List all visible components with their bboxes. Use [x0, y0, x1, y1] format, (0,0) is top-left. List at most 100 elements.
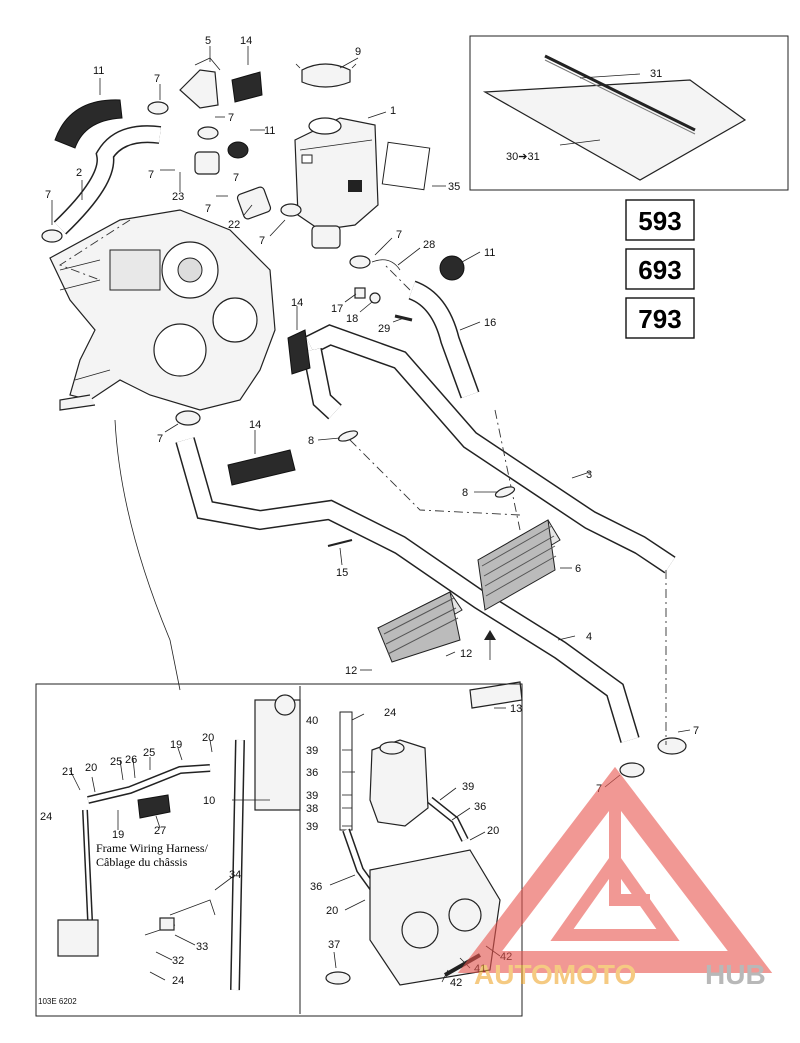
callout-39b: 39: [306, 790, 318, 802]
lower-reservoir-right: [339, 711, 469, 898]
tie-15: [327, 539, 353, 547]
lower-engine-right: [369, 849, 501, 986]
lower-engine-left: [230, 694, 301, 991]
callout-39c: 39: [306, 821, 318, 833]
callout-7a: 7: [154, 73, 160, 85]
model-593: 593: [638, 206, 681, 236]
watermark-text-1: AUTOMOTO: [474, 959, 636, 990]
sleeve-14-mid: [227, 329, 311, 486]
callout-13: 13: [510, 703, 522, 715]
callout-38: 38: [306, 803, 318, 815]
hose-4: [175, 437, 640, 743]
hose-14-top: [231, 71, 263, 103]
callout-7b: 7: [228, 112, 234, 124]
callout-6: 6: [575, 563, 581, 575]
callout-18: 18: [346, 313, 358, 325]
callout-36c: 36: [310, 881, 322, 893]
callout-16: 16: [484, 317, 496, 329]
callout-31: 31: [650, 68, 662, 80]
hose-2: [53, 125, 162, 235]
callout-20d: 20: [326, 905, 338, 917]
callout-39d: 39: [462, 781, 474, 793]
harness-label-en: Frame Wiring Harness/: [96, 841, 209, 855]
callout-21: 21: [62, 766, 74, 778]
callout-24b: 24: [172, 975, 184, 987]
heat-exchanger-6: [477, 519, 561, 611]
callout-7i: 7: [157, 433, 163, 445]
callout-11c: 11: [484, 247, 495, 259]
sheet-part-30: [482, 79, 747, 181]
callout-40: 40: [306, 715, 318, 727]
callout-33: 33: [196, 941, 208, 953]
elbow-5: [179, 57, 221, 109]
hose-11-top: [227, 141, 465, 281]
callout-12a: 12: [345, 665, 357, 677]
callout-14a: 14: [240, 35, 252, 47]
lower-hoses-left: [57, 764, 216, 957]
callout-20a: 20: [85, 762, 97, 774]
watermark-logo: AUTOMOTO HUB: [457, 766, 773, 990]
callout-34: 34: [229, 869, 241, 881]
model-boxes: 593 693 793: [625, 199, 695, 339]
coolant-reservoir-1: [294, 117, 379, 231]
callout-25a: 25: [110, 756, 122, 768]
callout-8a: 8: [308, 435, 314, 447]
callout-15: 15: [336, 567, 348, 579]
callout-11b: 11: [264, 125, 275, 137]
callout-19b: 19: [170, 739, 182, 751]
hose-16: [408, 280, 480, 399]
wire-lead: [114, 419, 181, 691]
figure-code: 103E 6202: [38, 997, 77, 1006]
callout-23: 23: [172, 191, 184, 203]
callout-11a: 11: [93, 65, 104, 77]
heat-exchanger-12: [377, 591, 463, 663]
callout-1: 1: [390, 105, 396, 117]
clamp-37: [325, 971, 351, 985]
callout-25b: 25: [143, 747, 155, 759]
callout-7j: 7: [693, 725, 699, 737]
callout-4: 4: [586, 631, 592, 643]
callout-42b: 42: [450, 977, 462, 989]
callout-2: 2: [76, 167, 82, 179]
harness-label-fr: Câblage du châssis: [96, 855, 188, 869]
callout-24a: 24: [40, 811, 52, 823]
watermark-text-2: HUB: [705, 959, 766, 990]
callout-20c: 20: [487, 825, 499, 837]
decal-35: [381, 141, 431, 191]
callout-3: 3: [586, 469, 592, 481]
callout-17: 17: [331, 303, 343, 315]
radiator-cap-9: [295, 63, 357, 88]
callout-39a: 39: [306, 745, 318, 757]
callout-8b: 8: [462, 487, 468, 499]
callout-7h: 7: [396, 229, 402, 241]
callout-5: 5: [205, 35, 211, 47]
hose-3: [302, 324, 676, 574]
callout-20b: 20: [202, 732, 214, 744]
callout-10: 10: [203, 795, 215, 807]
clamp-17-18-29: [354, 259, 413, 322]
callout-29: 29: [378, 323, 390, 335]
model-693: 693: [638, 255, 681, 285]
callout-26: 26: [125, 754, 137, 766]
callout-30-31: 30➔31: [506, 151, 540, 163]
callout-37: 37: [328, 939, 340, 951]
callout-12b: 12: [460, 648, 472, 660]
coupler-22-23: [194, 151, 341, 249]
callout-35: 35: [448, 181, 460, 193]
callout-32: 32: [172, 955, 184, 967]
callout-7g: 7: [259, 235, 265, 247]
callout-36a: 36: [306, 767, 318, 779]
hose-11-left: [54, 99, 123, 149]
callout-14c: 14: [249, 419, 261, 431]
fittings-7: [41, 101, 687, 778]
callout-22: 22: [228, 219, 240, 231]
callout-24c: 24: [384, 707, 396, 719]
callout-14b: 14: [291, 297, 303, 309]
callout-7e: 7: [233, 172, 239, 184]
callout-9: 9: [355, 46, 361, 58]
callout-19a: 19: [112, 829, 124, 841]
callout-27: 27: [154, 825, 166, 837]
callout-7d: 7: [148, 169, 154, 181]
clamp-8: [337, 430, 516, 498]
